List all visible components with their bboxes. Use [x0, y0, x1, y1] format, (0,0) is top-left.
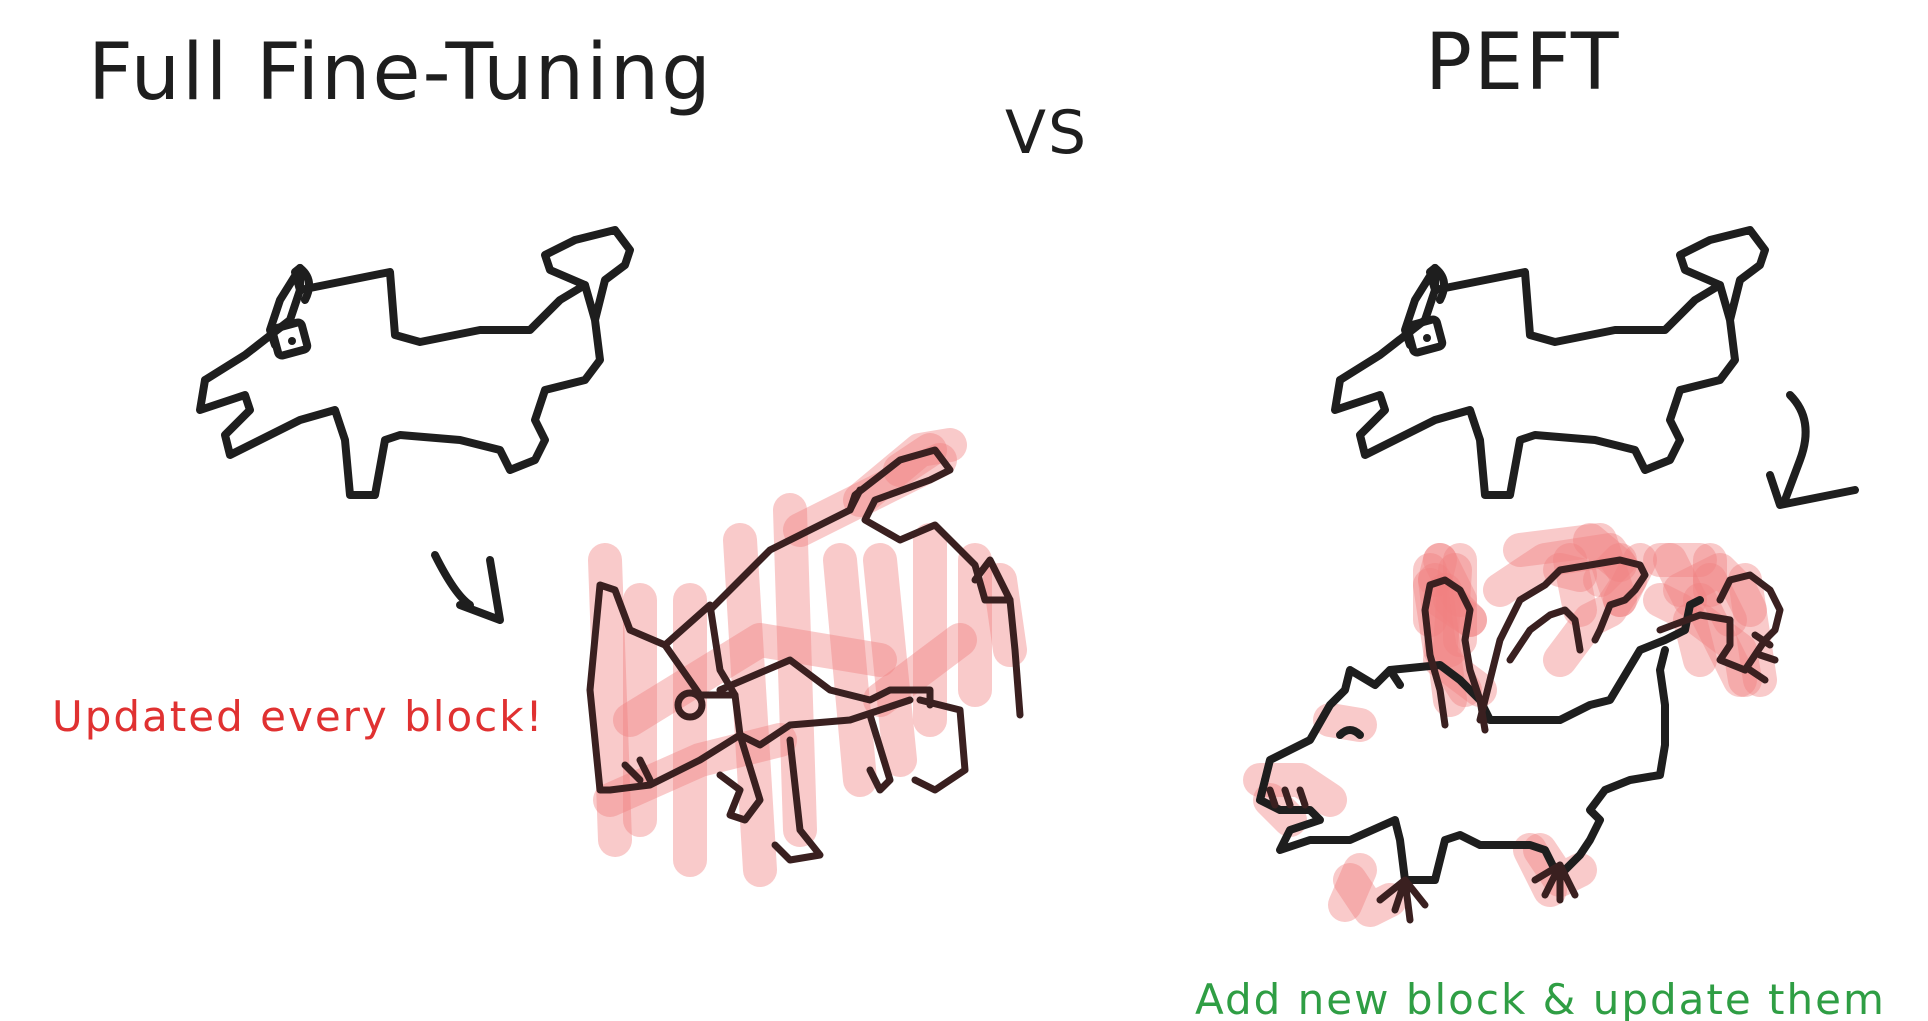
title-peft: PEFT	[1425, 18, 1621, 108]
caption-add-new-block: Add new block & update them	[1195, 975, 1886, 1021]
vs-label: VS	[1005, 98, 1089, 168]
arrow-right	[1766, 391, 1859, 509]
caption-updated-every-block: Updated every block!	[52, 692, 545, 741]
title-full-fine-tuning: Full Fine-Tuning	[88, 28, 713, 118]
original-creature-left	[196, 226, 634, 499]
arrow-left	[431, 551, 504, 624]
updated-creature-right	[1243, 523, 1784, 927]
updated-creature-left	[586, 428, 1027, 887]
original-creature-right	[1331, 226, 1769, 499]
